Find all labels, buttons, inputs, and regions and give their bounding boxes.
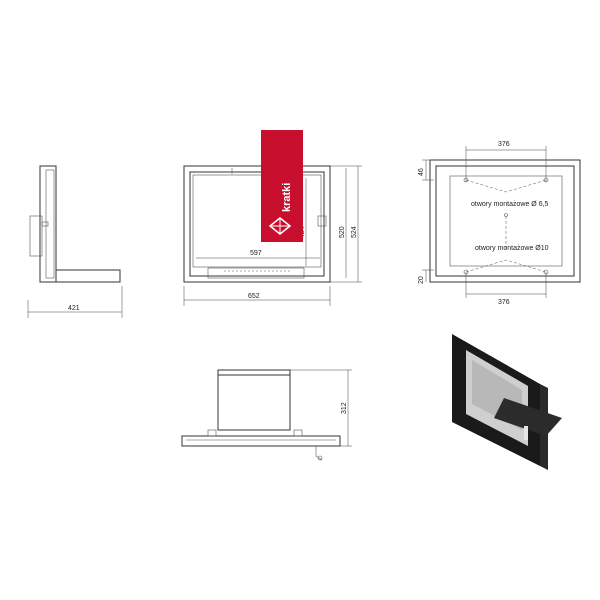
dim-front-inner-width: 597 [250,250,262,257]
note-mount-holes-6-5: otwory montażowe Ø 6,5 [471,201,549,208]
dim-front-height-a: 520 [339,226,346,238]
dim-mount-offset-bottom: 20 [418,276,425,284]
dim-mount-bottom: 376 [498,299,510,306]
dim-mount-top: 376 [498,141,510,148]
kratki-logo: kratki [261,130,303,242]
top-view: 312 [181,369,352,461]
front-view: 597 424 520 524 652 [183,165,362,306]
dim-mount-offset-top: 46 [418,168,425,176]
note-mount-holes-10: otwory montażowe Ø10 [475,245,549,252]
brand-tab [261,130,303,242]
dim-front-width: 652 [248,293,260,300]
side-view: 421 [27,165,123,318]
dim-top-depth: 312 [341,402,348,414]
dim-side-depth: 421 [68,305,80,312]
dim-front-height-b: 524 [351,226,358,238]
mount-view: 376 376 46 20 otwory montażowe Ø 6,5 otw… [418,141,581,306]
brand-wordmark: kratki [281,183,293,212]
product-render [452,334,562,470]
